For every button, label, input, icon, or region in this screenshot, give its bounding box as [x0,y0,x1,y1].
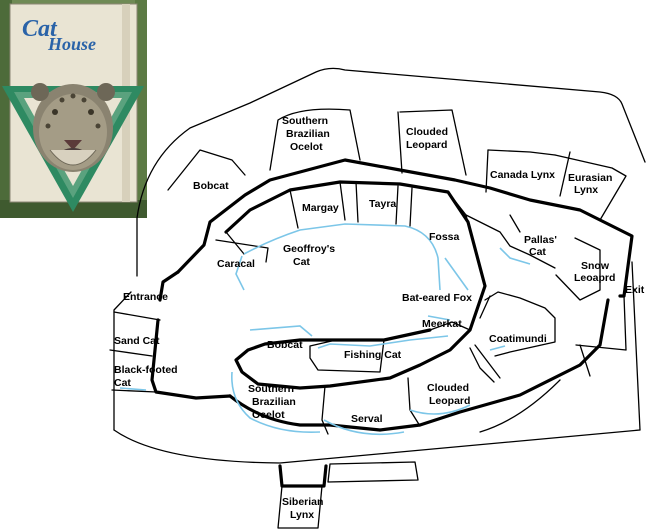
label-canada-lynx: Canada Lynx [490,169,555,181]
label-eurasian-lynx-1: Eurasian [568,172,612,184]
label-fossa: Fossa [429,231,460,243]
label-tayra: Tayra [369,198,396,210]
label-exit: Exit [625,284,645,296]
sign-title-house: House [47,34,96,54]
label-meerkat: Meerkat [422,318,462,330]
label-clouded-top-1: Clouded [406,126,448,138]
foliage-left [0,0,12,218]
label-pallas-2: Cat [529,246,546,258]
label-pallas-1: Pallas' [524,234,557,246]
label-bobcat-top: Bobcat [193,180,229,192]
label-southern-ocelot-top-1: Southern [282,115,328,127]
label-black-footed-1: Black-footed [114,364,178,376]
label-entrance: Entrance [123,291,168,303]
label-caracal: Caracal [217,258,255,270]
label-snow-leopard-2: Leoaprd [574,272,615,284]
cat-house-sign: Cat House [0,0,147,218]
label-eurasian-lynx-2: Lynx [574,184,598,196]
label-margay: Margay [302,202,339,214]
exhibit-labels: Bobcat Southern Brazilian Ocelot Clouded… [114,115,645,521]
label-geoffroy-2: Cat [293,256,310,268]
map-walls [109,67,646,529]
label-bat-eared-fox: Bat-eared Fox [402,292,472,304]
label-black-footed-2: Cat [114,377,131,389]
label-clouded-bottom-2: Leopard [429,395,470,407]
label-serval: Serval [351,413,383,425]
label-sand-cat: Sand Cat [114,335,160,347]
label-southern-ocelot-top-3: Ocelot [290,141,323,153]
viewing-glass [119,223,531,436]
label-clouded-top-2: Leopard [406,139,447,151]
label-clouded-bottom-1: Clouded [427,382,469,394]
label-southern-ocelot-bottom-3: Ocelot [252,409,285,421]
label-coatimundi: Coatimundi [489,333,547,345]
label-southern-ocelot-top-2: Brazilian [286,128,330,140]
label-siberian-lynx-1: Siberian [282,496,323,508]
label-siberian-lynx-2: Lynx [290,509,314,521]
jaguar-face-icon [31,83,115,172]
label-geoffroy-1: Geoffroy's [283,243,335,255]
sign-title-cat: Cat [22,16,58,42]
label-snow-leopard-1: Snow [581,260,610,272]
foliage-right [135,0,147,218]
label-bobcat-inner: Bobcat [267,339,303,351]
label-fishing-cat: Fishing Cat [344,349,402,361]
label-southern-ocelot-bottom-1: Southern [248,383,294,395]
label-southern-ocelot-bottom-2: Brazilian [252,396,296,408]
